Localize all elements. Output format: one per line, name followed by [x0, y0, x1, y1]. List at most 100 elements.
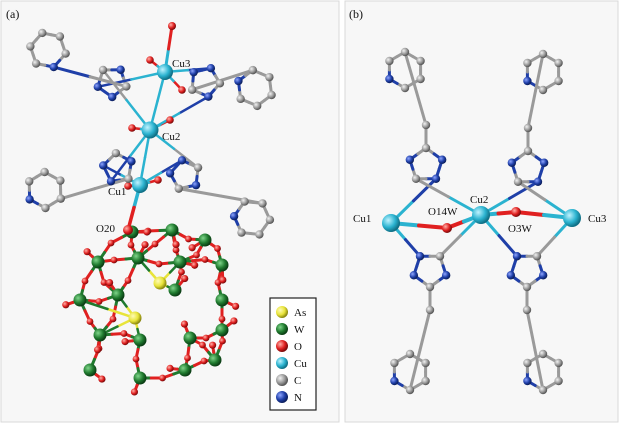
tungsten-atom — [183, 331, 197, 345]
bond — [516, 180, 547, 202]
oxygen-atom — [193, 251, 200, 259]
nitrogen-atom — [533, 177, 543, 186]
nitrogen-atom — [405, 155, 415, 164]
oxygen-atom — [151, 240, 159, 248]
oxygen-atom — [121, 338, 129, 346]
nitrogen-atom — [507, 158, 517, 167]
tungsten-atom — [131, 251, 145, 265]
oxygen-atom — [178, 268, 185, 276]
panel-b-label: (b) — [349, 7, 363, 21]
oxygen-atom — [230, 317, 238, 325]
legend-swatch-as — [276, 306, 288, 318]
oxygen-atom — [218, 315, 226, 323]
bond — [52, 65, 92, 79]
oxygen-atom — [178, 86, 186, 94]
carbon-atom — [111, 148, 121, 158]
oxygen-atom — [219, 337, 226, 345]
bond — [172, 147, 200, 169]
oxygen-atom — [93, 346, 102, 354]
oxygen-atom — [185, 235, 192, 243]
carbon-atom — [38, 28, 47, 38]
label-o14w-b: O14W — [428, 206, 458, 218]
carbon-atom — [538, 85, 548, 95]
nitrogen-atom — [512, 252, 522, 261]
label-o20-a: O20 — [96, 223, 115, 235]
carbon-atom — [61, 49, 70, 58]
carbon-atom — [411, 174, 421, 183]
oxygen-atom — [98, 375, 106, 383]
nitrogen-atom — [25, 195, 34, 204]
tungsten-atom — [173, 255, 187, 269]
oxygen-atom — [141, 241, 149, 249]
carbon-atom — [554, 76, 563, 86]
arsenic-atom — [153, 276, 167, 290]
nitrogen-atom — [523, 376, 532, 386]
bond — [497, 234, 519, 258]
legend-label-c: C — [294, 375, 301, 387]
oxygen-atom — [166, 116, 174, 124]
carbon-atom — [26, 42, 35, 51]
carbon-atom — [435, 252, 445, 261]
tungsten-atom — [93, 328, 107, 342]
bond — [525, 308, 537, 352]
carbon-atom — [416, 56, 425, 66]
carbon-atom — [267, 90, 276, 100]
oxygen-atom — [143, 228, 151, 236]
carbon-atom — [523, 58, 532, 68]
carbon-atom — [215, 79, 225, 88]
carbon-atom — [265, 215, 275, 224]
bond — [418, 308, 432, 352]
oxygen-atom — [168, 22, 176, 30]
bond — [220, 68, 255, 82]
bond — [535, 235, 556, 258]
nitrogen-atom — [106, 177, 116, 186]
bond — [534, 52, 545, 93]
label-cu2-b: Cu2 — [470, 194, 488, 206]
carbon-atom — [193, 163, 203, 172]
nitrogen-atom — [189, 67, 198, 77]
oxygen-atom — [127, 241, 135, 249]
tungsten-atom — [111, 288, 125, 302]
tungsten-atom — [215, 293, 229, 307]
carbon-atom — [55, 32, 65, 41]
carbon-atom — [421, 358, 430, 368]
nitrogen-atom — [431, 174, 441, 183]
nitrogen-atom — [49, 62, 58, 72]
oxygen-atom — [166, 364, 174, 372]
carbon-atom — [31, 59, 41, 68]
oxygen-atom — [109, 315, 117, 323]
bond — [507, 180, 540, 200]
bond — [177, 187, 223, 198]
tungsten-atom — [133, 371, 147, 385]
carbon-atom — [400, 83, 410, 93]
nitrogen-atom — [234, 76, 243, 86]
carbon-atom — [56, 176, 65, 185]
oxygen-atom — [180, 320, 189, 328]
oxygen-atom — [130, 388, 139, 396]
carbon-atom — [400, 47, 410, 57]
oxygen-atom — [110, 256, 118, 264]
carbon-atom — [124, 174, 133, 183]
oxygen-atom — [120, 330, 128, 337]
oxygen-atom — [181, 274, 189, 283]
bond — [414, 87, 428, 127]
nitrogen-atom — [177, 156, 187, 165]
legend-label-o: O — [294, 341, 302, 353]
bond — [59, 187, 97, 201]
carbon-atom — [421, 120, 431, 130]
oxygen-atom — [219, 276, 227, 284]
carbon-atom — [405, 385, 415, 395]
oxygen-atom — [200, 357, 208, 365]
copper-cu2-atom-a — [141, 121, 159, 139]
atom-layer — [25, 22, 581, 396]
oxygen-atom — [208, 341, 217, 349]
carbon-atom — [41, 203, 50, 213]
carbon-atom — [56, 194, 65, 203]
oxygen-atom — [202, 334, 210, 342]
bond — [411, 177, 438, 203]
oxygen-atom — [214, 245, 221, 252]
nitrogen-atom — [229, 212, 239, 221]
label-cu1-b: Cu1 — [353, 213, 371, 225]
oxygen-atom — [83, 248, 91, 256]
